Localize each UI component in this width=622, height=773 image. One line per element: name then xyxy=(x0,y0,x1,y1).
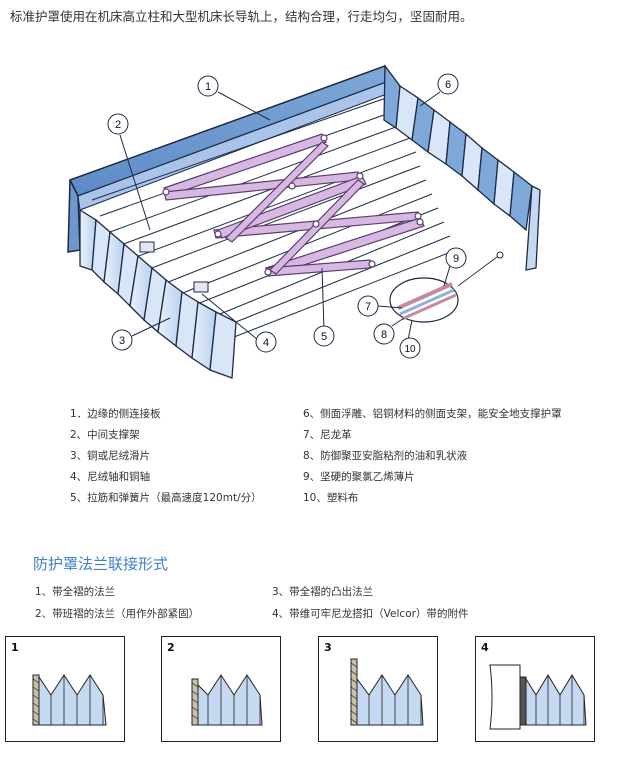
flange-section-title: 防护罩法兰联接形式 xyxy=(33,555,169,573)
legend-item: 7、尼龙革 xyxy=(303,429,352,441)
flange-diagram-number: 2 xyxy=(167,641,175,654)
flange-protruding-drawing xyxy=(350,658,424,726)
legend-item: 10、塑料布 xyxy=(303,492,359,504)
callout-8: 8 xyxy=(373,323,395,345)
legend-item: 6、侧面浮雕、铝铜材料的侧面支架，能安全地支撑护罩 xyxy=(303,408,562,420)
svg-text:7: 7 xyxy=(365,301,371,313)
legend-left: 1．边缘的侧连接板 2、中间支撑架 3、铜或尼绒滑片 4、尼绒轴和铜轴 5、拉筋… xyxy=(70,404,262,509)
flange-velcro-drawing xyxy=(489,664,587,730)
intro-text: 标准护罩使用在机床高立柱和大型机床长导轨上，结构合理，行走均匀，坚固耐用。 xyxy=(10,9,473,24)
svg-text:1: 1 xyxy=(205,81,211,93)
flange-item-4: 4、带维可牢尼龙搭扣（Velcor）带的附件 xyxy=(272,608,469,620)
left-pleats xyxy=(79,208,237,379)
svg-text:2: 2 xyxy=(115,119,121,131)
svg-text:4: 4 xyxy=(263,337,269,349)
svg-text:10: 10 xyxy=(404,344,416,355)
svg-text:3: 3 xyxy=(119,335,125,347)
flange-item-2: 2、带班褶的法兰（用作外部紧固） xyxy=(35,608,200,620)
flange-diagram-3: 3 xyxy=(318,636,438,742)
flange-half-pleat-drawing xyxy=(191,674,263,726)
callout-3: 3 xyxy=(111,329,133,351)
link-pivots xyxy=(162,134,424,276)
flange-diagram-1: 1 xyxy=(5,636,125,742)
callout-10: 10 xyxy=(399,337,421,359)
flange-diagram-number: 3 xyxy=(324,641,332,654)
legend-item: 2、中间支撑架 xyxy=(70,429,140,441)
legend-right: 6、侧面浮雕、铝铜材料的侧面支架，能安全地支撑护罩 7、尼龙革 8、防御聚亚安脂… xyxy=(303,404,562,509)
flange-diagram-2: 2 xyxy=(161,636,281,742)
svg-text:9: 9 xyxy=(453,253,459,265)
legend-item: 4、尼绒轴和铜轴 xyxy=(70,471,151,483)
flange-diagram-4: 4 xyxy=(475,636,595,742)
flange-diagram-number: 1 xyxy=(11,641,19,654)
sliders xyxy=(139,241,209,293)
svg-text:5: 5 xyxy=(321,331,327,343)
flange-item-1: 1、带全褶的法兰 xyxy=(35,586,116,598)
leader-lines xyxy=(119,91,451,341)
callout-6: 6 xyxy=(437,73,459,95)
legend-item: 1．边缘的侧连接板 xyxy=(70,408,161,420)
legend-item: 5、拉筋和弹簧片（最高速度120mt/分） xyxy=(70,492,262,504)
legend-item: 9、坚硬的聚氯乙烯薄片 xyxy=(303,471,415,483)
flange-item-3: 3、带全褶的凸出法兰 xyxy=(272,586,374,598)
callout-4: 4 xyxy=(255,331,277,353)
material-detail xyxy=(389,251,504,323)
svg-text:6: 6 xyxy=(445,79,451,91)
callout-1: 1 xyxy=(197,75,219,97)
right-pleats xyxy=(383,64,541,271)
flange-diagram-number: 4 xyxy=(481,641,489,654)
legend-item: 8、防御聚亚安脂粘剂的油和乳状液 xyxy=(303,450,468,462)
callout-2: 2 xyxy=(107,113,129,135)
callout-9: 9 xyxy=(445,247,467,269)
legend-item: 3、铜或尼绒滑片 xyxy=(70,450,151,462)
flange-full-pleat-drawing xyxy=(32,674,107,726)
callout-7: 7 xyxy=(357,295,379,317)
bellows-cover-diagram: 1 2 3 4 5 6 7 8 9 10 xyxy=(67,64,541,379)
callout-5: 5 xyxy=(313,325,335,347)
svg-text:8: 8 xyxy=(381,329,387,341)
